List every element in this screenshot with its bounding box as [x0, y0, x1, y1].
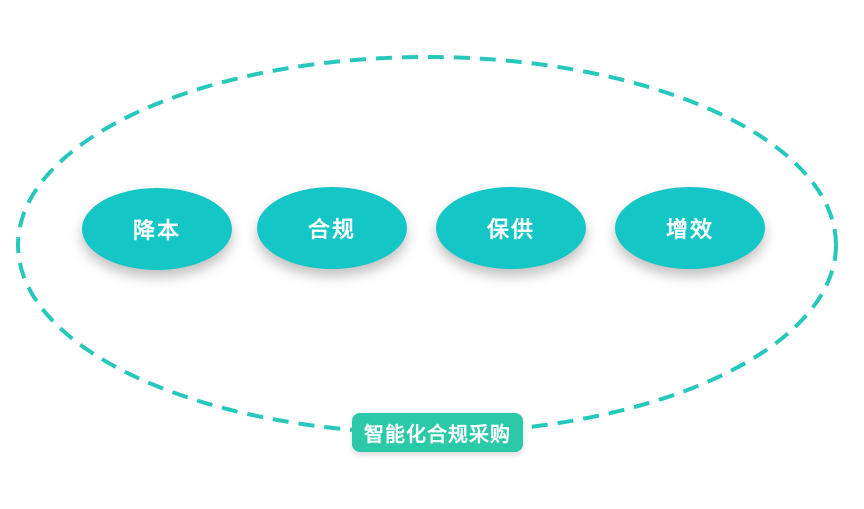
bottom-label: 智能化合规采购 — [352, 413, 523, 452]
node-ellipse-compliance: 合规 — [257, 187, 407, 269]
node-ellipse-efficiency: 增效 — [615, 187, 765, 269]
node-label: 增效 — [665, 218, 714, 243]
node-label: 降本 — [132, 219, 181, 244]
bottom-label-text: 智能化合规采购 — [364, 422, 511, 446]
node-label: 保供 — [486, 218, 535, 243]
node-ellipse-cost-reduction: 降本 — [82, 188, 232, 270]
node-ellipse-supply-assurance: 保供 — [436, 187, 586, 269]
node-label: 合规 — [307, 218, 356, 243]
